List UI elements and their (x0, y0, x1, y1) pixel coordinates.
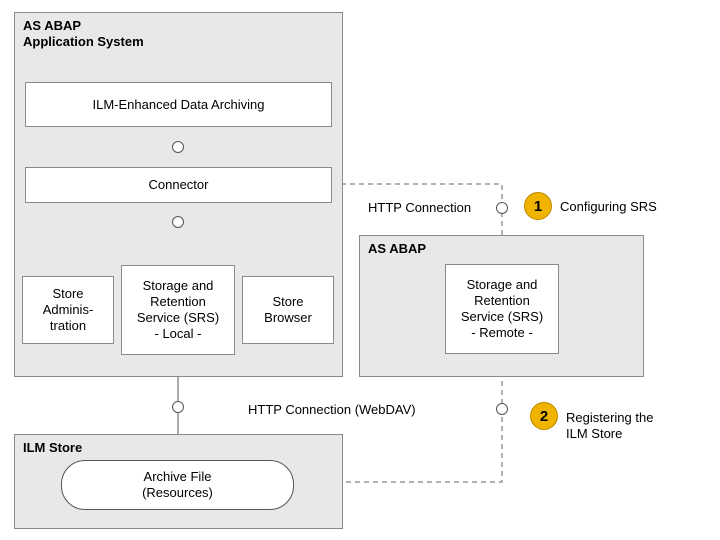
store-admin-line: Adminis- (42, 302, 94, 317)
step-label: Registering the ILM Store (566, 410, 653, 442)
interface-circle (172, 401, 184, 413)
store-browser-line: Store (272, 294, 304, 309)
ilm-archiving-label: ILM-Enhanced Data Archiving (92, 96, 265, 112)
store-admin-line: tration (49, 318, 87, 333)
http-connection-dashed-line (332, 183, 503, 264)
interface-circle (496, 403, 508, 415)
step-badge: 1 (524, 192, 552, 220)
step-label-line: ILM Store (566, 426, 623, 441)
srs-remote-box: Storage and Retention Service (SRS) - Re… (445, 264, 559, 354)
webdav-dashed-line (345, 354, 503, 483)
srs-local-line: Storage and (142, 278, 214, 293)
interface-circle (496, 202, 508, 214)
srs-remote-line: Retention (474, 293, 530, 308)
store-browser-box: Store Browser (242, 276, 334, 344)
srs-remote-line: Storage and (466, 277, 538, 292)
connector-label: Connector (148, 177, 209, 192)
archive-file-line: (Resources) (142, 485, 213, 500)
srs-local-box: Storage and Retention Service (SRS) - Lo… (121, 265, 235, 355)
store-admin-line: Store (52, 286, 84, 301)
store-browser-line: Browser (264, 310, 312, 325)
step-label: Configuring SRS (560, 199, 657, 215)
srs-remote-line: Service (SRS) (460, 309, 544, 324)
http-webdav-connection-label: HTTP Connection (WebDAV) (248, 402, 416, 417)
interface-circle (172, 141, 184, 153)
connector-box: Connector (25, 167, 332, 203)
ilm-store-title: ILM Store (23, 440, 83, 455)
step-label-line: Configuring SRS (560, 199, 657, 214)
srs-local-line: Retention (150, 294, 206, 309)
step-badge: 2 (530, 402, 558, 430)
application-system-title-line1: AS ABAP (23, 18, 82, 33)
srs-local-line: - Local - (154, 326, 202, 341)
remote-system-title: AS ABAP (368, 241, 427, 256)
archive-file-line: Archive File (143, 469, 212, 484)
application-system-title-line2: Application System (23, 34, 144, 49)
srs-local-line: Service (SRS) (136, 310, 220, 325)
archive-file-box: Archive File (Resources) (61, 460, 294, 510)
step-label-line: Registering the (566, 410, 654, 425)
srs-remote-line: - Remote - (471, 325, 533, 340)
http-connection-label: HTTP Connection (368, 200, 472, 215)
ilm-enhanced-data-archiving-box: ILM-Enhanced Data Archiving (25, 82, 332, 127)
application-system-title: AS ABAP Application System (23, 18, 144, 50)
interface-circle (172, 216, 184, 228)
store-administration-box: Store Adminis- tration (22, 276, 114, 344)
